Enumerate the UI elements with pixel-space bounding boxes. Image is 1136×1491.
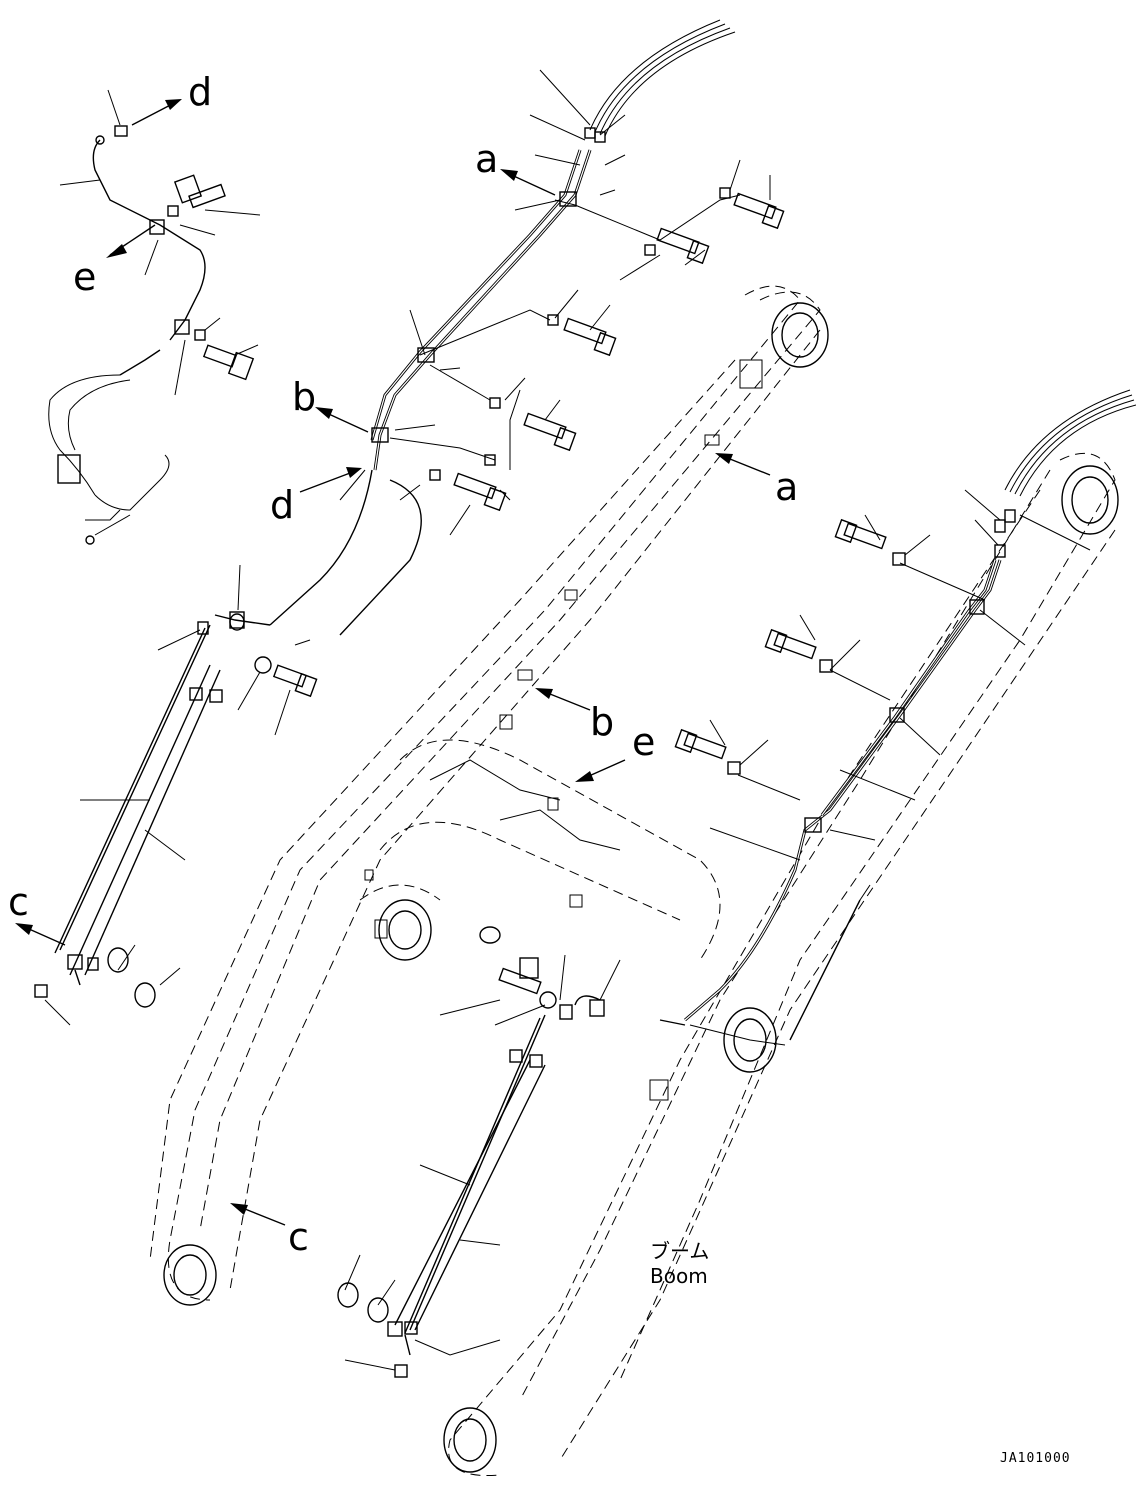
boom-bracket-details [364, 359, 763, 1101]
center-bolts [429, 187, 785, 512]
right-hose-bundle [994, 389, 1136, 558]
boom-right-arm [443, 452, 1119, 1477]
center-pipe-assembly [229, 149, 592, 636]
right-lower-assembly [337, 1014, 546, 1378]
callout-c-boom: c [288, 1215, 309, 1259]
bolt-5 [453, 472, 507, 512]
boom-label-japanese: ブーム [650, 1239, 709, 1263]
bolt-3 [563, 317, 617, 357]
bolt-4 [523, 412, 577, 452]
right-leaders [344, 489, 1091, 1371]
callout-a-top: a [475, 137, 498, 181]
callout-d-mid: d [270, 483, 294, 527]
bolt-2 [656, 227, 710, 265]
drawing-code: JA101000 [1000, 1451, 1071, 1466]
callout-b-top: b [292, 375, 316, 419]
bolt-1 [733, 192, 785, 230]
left-top-leaders [59, 89, 261, 396]
right-pipe-assembly [574, 559, 1002, 1041]
center-leaders [339, 69, 771, 536]
left-lower-leaders [44, 564, 311, 1026]
callout-b-boom: b [590, 700, 614, 744]
right-bolts [498, 518, 906, 1020]
upper-hose-bundle [584, 19, 736, 143]
left-top-assembly [48, 125, 255, 545]
callout-d-top: d [188, 70, 212, 114]
left-lower-assembly [34, 611, 318, 1008]
callout-c-left: c [8, 880, 29, 924]
callout-e-left: e [73, 255, 96, 299]
boom-cross-member [359, 739, 721, 961]
callout-e-boom: e [632, 720, 655, 764]
boom-left-arm [149, 285, 829, 1306]
callout-a-boom: a [775, 465, 798, 509]
boom-label-english: Boom [650, 1264, 708, 1288]
callout-arrows [15, 99, 771, 1226]
